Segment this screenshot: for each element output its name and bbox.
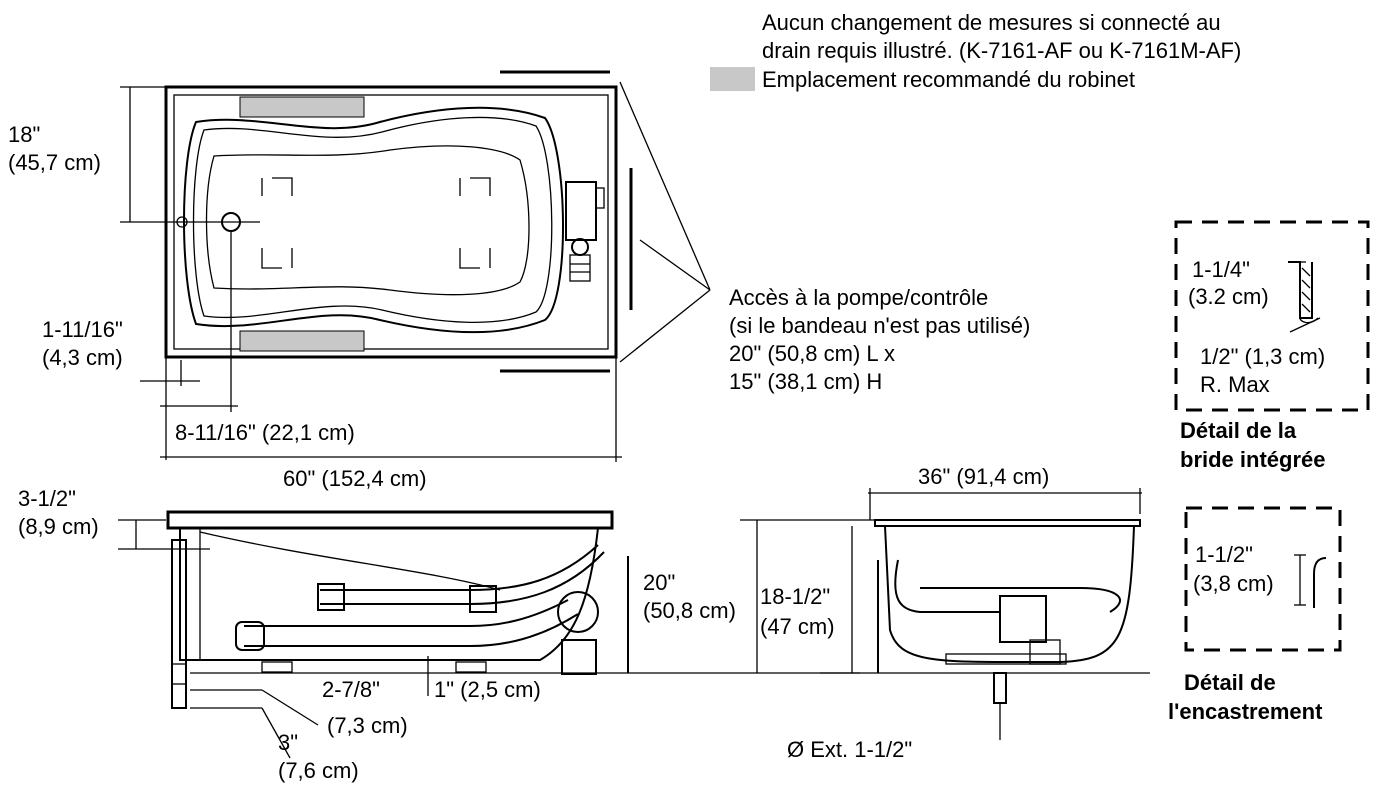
dim-8-11-16: 8-11/16" (22,1 cm) [175, 420, 355, 445]
tub-rim-end [874, 519, 1141, 527]
recess-title-2: l'encastrement [1168, 699, 1323, 724]
flange-radius-note: R. Max [1200, 372, 1270, 397]
access-leader-1 [619, 81, 711, 291]
flange-detail: 1-1/4" (3.2 cm) 1/2" (1,3 cm) R. Max Dét… [1174, 220, 1370, 472]
dim-18-cm: (45,7 cm) [8, 150, 101, 175]
faucet-legend-label: Emplacement recommandé du robinet [762, 67, 1135, 92]
faucet-location-swatch [710, 67, 755, 91]
dim-20-in: 20" [643, 570, 675, 595]
dim-1-in: 1" (2,5 cm) [434, 677, 541, 702]
basin-floor [205, 145, 530, 296]
notes: Aucun changement de mesures si connecté … [710, 10, 1241, 92]
flange-radius: 1/2" (1,3 cm) [1200, 344, 1325, 369]
dim-20-cm: (50,8 cm) [643, 598, 736, 623]
access-leader-2 [639, 239, 711, 291]
faucet-area-top [239, 96, 365, 118]
recess-detail-frame [1184, 506, 1342, 652]
flange-title-1: Détail de la [1180, 418, 1297, 443]
dim-1-11-16-in: 1-11/16" [42, 317, 123, 342]
basin-middle [192, 116, 553, 324]
jet-1 [261, 177, 293, 196]
tub-rim-side [166, 510, 614, 530]
flange-detail-frame [1174, 220, 1370, 412]
dim-36: 36" (91,4 cm) [918, 464, 1049, 489]
faucet-area-bottom [239, 330, 365, 352]
flange-dim-in: 1-1/4" [1192, 257, 1250, 282]
dim-2-7-8-in: 2-7/8" [322, 677, 380, 702]
flange-title-2: bride intégrée [1180, 447, 1325, 472]
jet-3 [459, 177, 491, 196]
drain-pipe-end [993, 672, 1007, 704]
flange-dim-cm: (3.2 cm) [1188, 284, 1269, 309]
recess-dim-cm: (3,8 cm) [1193, 571, 1274, 596]
jet-2 [261, 248, 293, 269]
plumbing-upper [320, 544, 599, 591]
drain-pipe-side [171, 539, 187, 709]
drain-od-label: Ø Ext. 1-1/2" [787, 737, 912, 762]
dim-18-in: 18" [8, 122, 40, 147]
basin-outer [183, 106, 564, 333]
plan-view: 18" (45,7 cm) 1-11/16" (4,3 cm) 8-11/16"… [8, 70, 1030, 491]
dim-2-7-8-cm: (7,3 cm) [327, 713, 408, 738]
dim-3-1-2-in: 3-1/2" [18, 486, 76, 511]
access-line-2: (si le bandeau n'est pas utilisé) [729, 313, 1030, 338]
access-leader-3 [619, 289, 711, 363]
plumbing-lower [244, 599, 569, 627]
dim-18-1-2-in: 18-1/2" [760, 584, 830, 609]
note-line-2: drain requis illustré. (K-7161-AF ou K-7… [762, 38, 1241, 63]
access-line-4: 15" (38,1 cm) H [729, 369, 882, 394]
recess-title-1: Détail de [1184, 670, 1276, 695]
access-line-3: 20" (50,8 cm) L x [729, 341, 895, 366]
dim-3-1-2-cm: (8,9 cm) [18, 514, 99, 539]
jet-4 [459, 248, 491, 269]
side-view: 3-1/2" (8,9 cm) 20" (50,8 cm) 1" (2,5 cm… [18, 486, 860, 783]
dim-3-in: 3" [278, 730, 298, 755]
dim-1-11-16-cm: (4,3 cm) [42, 345, 123, 370]
pump-icon-side [557, 591, 599, 633]
recess-dim-in: 1-1/2" [1195, 542, 1253, 567]
pump-icon [565, 181, 605, 282]
dim-3-cm: (7,6 cm) [278, 758, 359, 783]
access-line-1: Accès à la pompe/contrôle [729, 285, 988, 310]
end-view: 36" (91,4 cm) 18-1/2" (47 cm) Ø Ext. 1-1… [740, 464, 1150, 762]
pump-icon-end [999, 595, 1047, 643]
dim-18-1-2-cm: (47 cm) [760, 614, 835, 639]
dim-60: 60" (152,4 cm) [283, 466, 427, 491]
note-line-1: Aucun changement de mesures si connecté … [762, 10, 1221, 35]
tub-body-side [179, 527, 599, 661]
recess-detail: 1-1/2" (3,8 cm) Détail de l'encastrement [1168, 506, 1342, 724]
